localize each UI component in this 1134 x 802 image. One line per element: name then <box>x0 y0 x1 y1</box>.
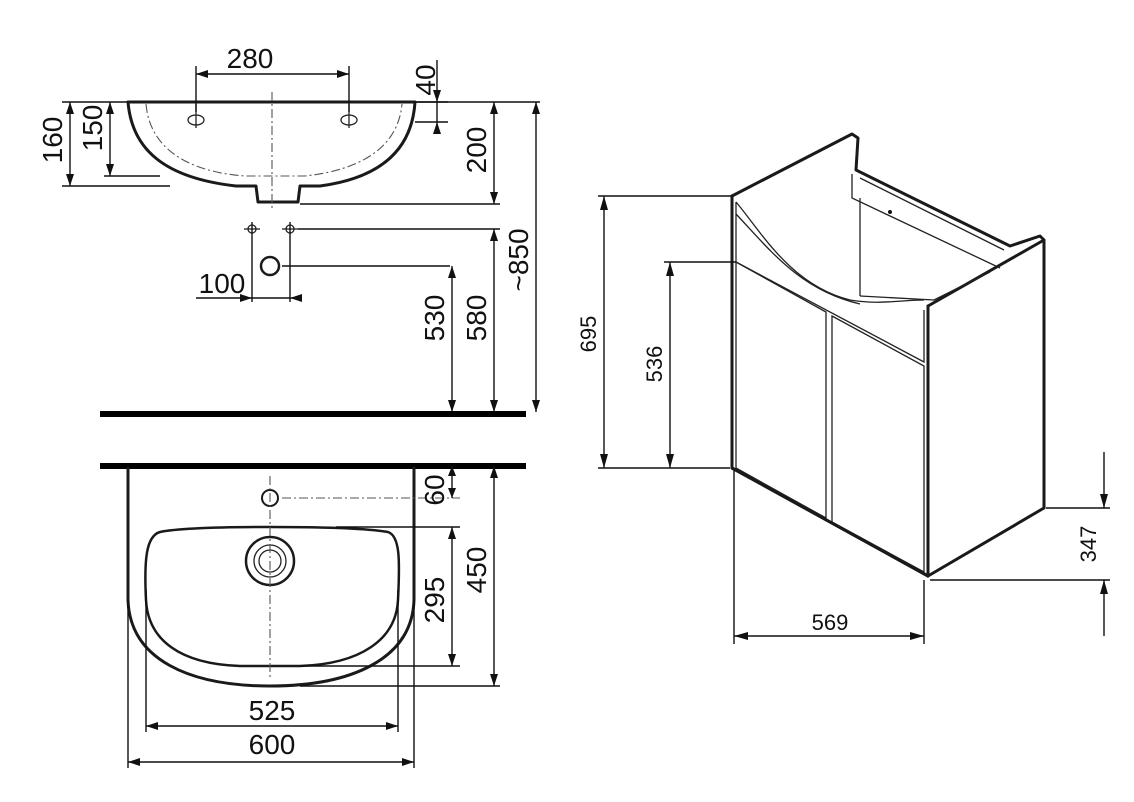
dim-280-label: 280 <box>227 43 274 74</box>
dim-850-label: ~850 <box>503 228 534 291</box>
dim-450-label: 450 <box>461 547 492 594</box>
dim-600-label: 600 <box>249 729 296 760</box>
dim-200-label: 200 <box>461 127 492 174</box>
dim-160-label: 160 <box>37 117 68 164</box>
dim-536-label: 536 <box>642 346 667 383</box>
dim-695-label: 695 <box>576 316 601 353</box>
cabinet-left-side <box>730 194 930 578</box>
cabinet-right-side <box>926 238 1046 578</box>
dim-569-label: 569 <box>812 610 849 635</box>
cabinet-view: 695 536 569 347 <box>576 132 1110 644</box>
dim-580-label: 580 <box>461 295 492 342</box>
dim-100-label: 100 <box>199 268 246 299</box>
dim-40-label: 40 <box>410 64 441 95</box>
basin-top-bowl <box>144 525 401 668</box>
cabinet-front-rail <box>735 202 925 364</box>
dim-525-label: 525 <box>249 695 296 726</box>
basin-side-view: 280 40 160 150 200 ~850 <box>37 43 540 417</box>
dim-530-label: 530 <box>419 295 450 342</box>
basin-side-outline <box>126 100 417 204</box>
dim-295-label: 295 <box>419 577 450 624</box>
cabinet-door-left <box>735 260 827 520</box>
waste-fixing-right <box>282 224 500 234</box>
cabinet-top-frame <box>730 132 1046 248</box>
basin-top-view: 60 295 450 525 600 <box>100 463 526 768</box>
dim-347-label: 347 <box>1076 526 1101 563</box>
dim-150-label: 150 <box>77 105 108 152</box>
basin-top-outline <box>126 466 416 688</box>
basin-inner-bowl <box>145 103 403 177</box>
cabinet-door-right <box>831 314 925 574</box>
cabinet-basin-cutout <box>735 201 925 303</box>
waste-outlet <box>259 255 450 277</box>
dim-60-label: 60 <box>419 474 450 505</box>
